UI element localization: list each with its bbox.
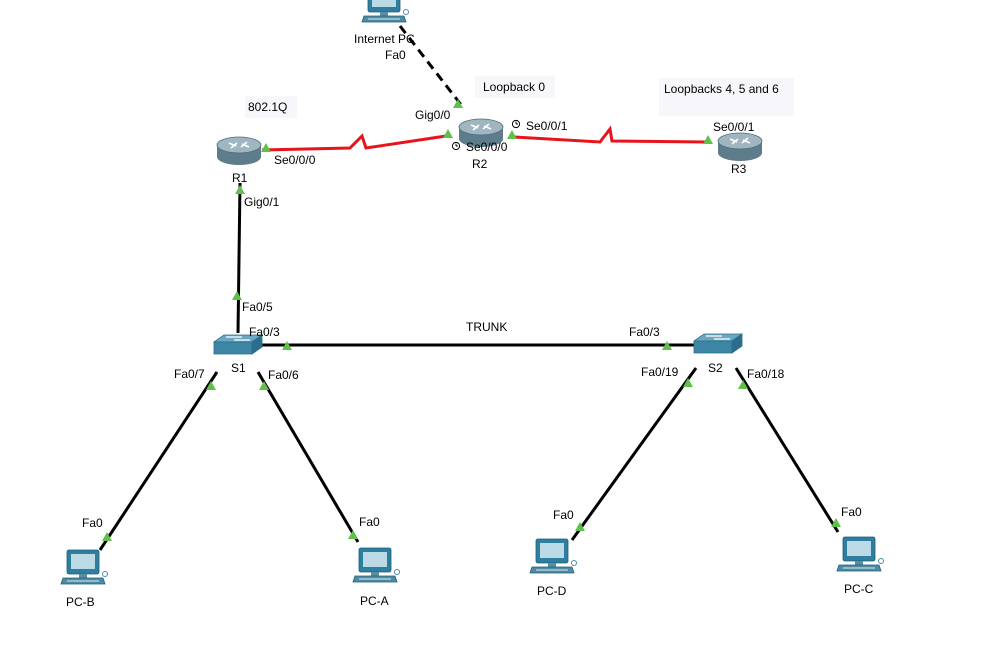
device-label-pc-a: PC-A xyxy=(360,594,389,608)
links xyxy=(98,25,840,551)
port-label: Fa0 xyxy=(553,508,574,522)
device-pc-b[interactable] xyxy=(60,549,108,585)
port-indicator-icon xyxy=(232,291,242,300)
router-icon xyxy=(216,136,262,166)
port-label: Se0/0/1 xyxy=(713,120,755,134)
port-indicator-icon xyxy=(507,130,517,139)
port-indicator-icon xyxy=(235,185,245,194)
port-label: Se0/0/1 xyxy=(526,119,568,133)
link-r2-r3-serial[interactable] xyxy=(513,125,707,144)
link-r1-s1[interactable] xyxy=(236,182,242,334)
pc-icon xyxy=(529,538,577,574)
link-s2-pc-d[interactable] xyxy=(570,367,698,541)
port-indicator-icon xyxy=(348,530,358,539)
device-s2[interactable] xyxy=(693,333,743,354)
link-r1-r2-serial[interactable] xyxy=(261,133,447,152)
pc-icon xyxy=(60,549,108,585)
note-dot1q-bg xyxy=(245,96,297,118)
port-label: Fa0/3 xyxy=(249,325,280,339)
note-dot1q: 802.1Q xyxy=(248,100,287,114)
port-label: Fa0/18 xyxy=(747,367,785,381)
note-loopbacks-r3-bg xyxy=(659,78,794,116)
port-label: Fa0 xyxy=(841,505,862,519)
port-label: Fa0 xyxy=(359,515,380,529)
link-s1-pc-a[interactable] xyxy=(256,371,360,543)
pc-icon xyxy=(836,536,884,572)
port-label: Fa0 xyxy=(385,48,406,62)
device-internet-pc[interactable] xyxy=(361,0,409,23)
note-trunk: TRUNK xyxy=(466,320,507,334)
note-loopback0-bg xyxy=(475,76,555,98)
port-label: Fa0/19 xyxy=(641,365,679,379)
port-label: Gig0/1 xyxy=(244,195,280,209)
port-label: Se0/0/0 xyxy=(466,140,508,154)
device-r1[interactable] xyxy=(216,136,262,166)
device-label-s2: S2 xyxy=(708,361,723,375)
device-pc-c[interactable] xyxy=(836,536,884,572)
device-label-s1: S1 xyxy=(231,361,246,375)
note-loopback0: Loopback 0 xyxy=(483,80,545,94)
device-label-pc-c: PC-C xyxy=(844,582,874,596)
port-label: Fa0/3 xyxy=(629,325,660,339)
port-label: Fa0 xyxy=(82,516,103,530)
port-indicator-icon xyxy=(443,129,453,138)
device-pc-a[interactable] xyxy=(352,547,400,583)
device-label-r1: R1 xyxy=(232,171,248,185)
device-label-r2: R2 xyxy=(472,157,488,171)
link-s1-pc-b[interactable] xyxy=(98,371,219,551)
device-label-pc-d: PC-D xyxy=(537,584,567,598)
port-label: Se0/0/0 xyxy=(274,153,316,167)
link-internet-pc-r2[interactable] xyxy=(398,25,464,107)
device-label-pc-b: PC-B xyxy=(66,595,95,609)
note-loopbacks-r3: Loopbacks 4, 5 and 6 xyxy=(664,82,779,96)
port-label: Fa0/5 xyxy=(242,300,273,314)
port-label: Fa0/6 xyxy=(268,368,299,382)
device-pc-d[interactable] xyxy=(529,538,577,574)
switch-icon xyxy=(693,333,743,354)
pc-icon xyxy=(361,0,409,23)
device-r3[interactable] xyxy=(717,132,763,162)
port-label: Fa0/7 xyxy=(174,367,205,381)
port-indicator-icon xyxy=(703,135,713,144)
port-indicator-icon xyxy=(261,143,271,152)
device-label-r3: R3 xyxy=(731,162,747,176)
router-icon xyxy=(717,132,763,162)
device-label-internet-pc: Internet PC xyxy=(354,32,415,46)
pc-icon xyxy=(352,547,400,583)
clock-icon xyxy=(451,141,461,151)
link-s2-pc-c[interactable] xyxy=(734,367,840,533)
port-label: Gig0/0 xyxy=(415,108,451,122)
clock-icon xyxy=(511,119,521,129)
